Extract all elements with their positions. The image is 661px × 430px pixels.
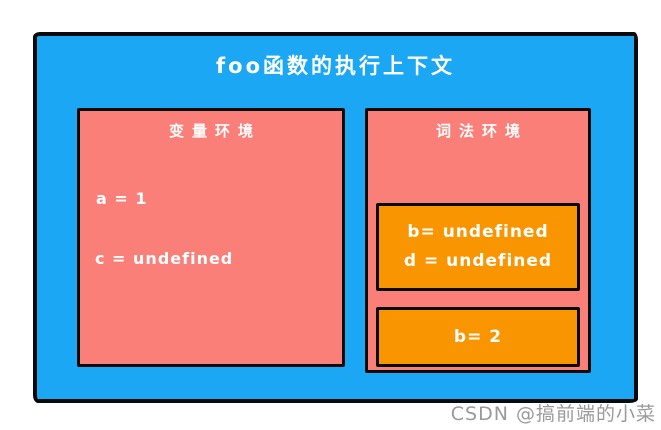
lexical-record-block-upper: b= undefined d = undefined	[376, 203, 580, 291]
lexical-entry-d-undefined: d = undefined	[403, 251, 553, 271]
variable-entry-c: c = undefined	[95, 249, 234, 268]
lexical-record-block-lower: b= 2	[376, 307, 580, 367]
variable-environment-title: 变量环境	[168, 122, 261, 140]
lexical-environment-box: 词法环境 b= undefined d = undefined b= 2	[365, 108, 591, 373]
lexical-entry-b-undefined: b= undefined	[407, 222, 549, 242]
execution-context-box: foo函数的执行上下文 变量环境 a = 1 c = undefined 词法环…	[33, 32, 638, 403]
variable-entry-a: a = 1	[96, 189, 148, 208]
execution-context-title: foo函数的执行上下文	[216, 54, 455, 78]
csdn-watermark: CSDN @搞前端的小菜	[450, 403, 656, 425]
lexical-environment-title: 词法环境	[435, 122, 528, 140]
lexical-entry-b-2: b= 2	[453, 326, 503, 347]
variable-environment-box: 变量环境 a = 1 c = undefined	[77, 108, 345, 367]
